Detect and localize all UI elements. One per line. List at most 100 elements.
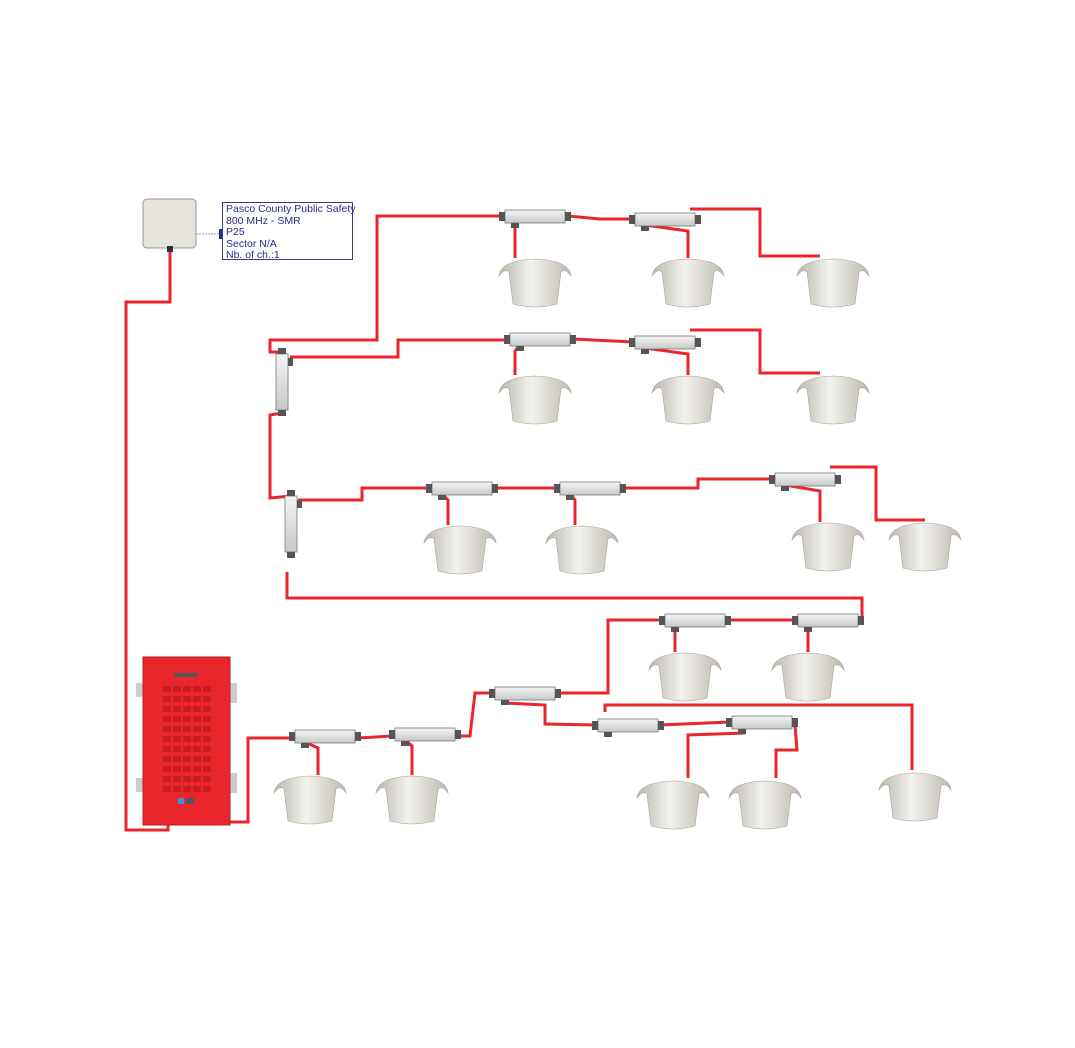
vent-slot [163, 706, 171, 712]
indoor-antenna-icon [771, 652, 845, 702]
coax-cable [623, 477, 773, 490]
vent-slot [203, 766, 211, 772]
vent-slot [193, 776, 201, 782]
vent-slot [183, 766, 191, 772]
coupler-icon [659, 613, 731, 632]
vent-slot [173, 786, 181, 792]
coax-cable [784, 483, 822, 522]
indoor-antenna-icon [651, 258, 725, 308]
coupler-icon [499, 209, 571, 228]
coax-cable [285, 572, 864, 620]
vent-slot [173, 696, 181, 702]
label-line-channels: Nb. of ch.:1 [226, 249, 280, 262]
coax-cable [644, 223, 690, 258]
vent-slot [193, 686, 201, 692]
vent-slot [163, 756, 171, 762]
vent-slot [203, 776, 211, 782]
indoor-antenna-icon [796, 375, 870, 425]
coax-cable [572, 337, 634, 344]
components [136, 198, 962, 830]
coax-cable [659, 720, 731, 727]
coax-cable [690, 328, 820, 375]
indoor-antenna-icon [636, 780, 710, 830]
coupler-icon [726, 715, 798, 734]
vent-slot [203, 686, 211, 692]
vent-slot [183, 756, 191, 762]
splitter-icon [275, 348, 293, 416]
vent-slot [193, 716, 201, 722]
coupler-icon [629, 212, 701, 231]
coax-cable [124, 248, 172, 832]
coupler-icon [489, 686, 561, 705]
vent-slot [163, 726, 171, 732]
vent-slot [163, 746, 171, 752]
signal-source-label: Pasco County Public Safety 800 MHz - SMR… [222, 202, 356, 262]
vent-slot [193, 706, 201, 712]
vent-slot [193, 786, 201, 792]
indoor-antenna-icon [791, 522, 865, 572]
vent-slot [173, 686, 181, 692]
indoor-antenna-icon [498, 375, 572, 425]
vent-slot [203, 736, 211, 742]
donor-antenna-icon [142, 198, 223, 252]
coax-cable [298, 486, 430, 502]
vent-slot [173, 706, 181, 712]
vent-slot [183, 696, 191, 702]
label-line-operator: Pasco County Public Safety [226, 203, 356, 215]
coax-cable [774, 724, 799, 778]
vent-slot [203, 706, 211, 712]
indoor-antenna-icon [498, 258, 572, 308]
coupler-icon [792, 613, 864, 632]
vent-slot [163, 786, 171, 792]
indoor-antenna-icon [878, 772, 952, 822]
coax-cable [290, 338, 507, 359]
coax-cable [504, 701, 599, 727]
vent-slot [203, 746, 211, 752]
vent-slot [183, 786, 191, 792]
vent-slot [163, 766, 171, 772]
indoor-antenna-icon [423, 525, 497, 575]
vent-slot [183, 726, 191, 732]
vent-slot [183, 746, 191, 752]
coupler-icon [629, 335, 701, 354]
vent-slot [163, 736, 171, 742]
vent-slot [193, 756, 201, 762]
vent-slot [203, 726, 211, 732]
coax-cable [558, 618, 662, 695]
label-line-sector: Sector N/A [226, 237, 277, 250]
vent-slot [193, 746, 201, 752]
vent-slot [203, 716, 211, 722]
coax-cable [268, 411, 292, 500]
coax-cable [644, 346, 690, 375]
vent-slot [183, 706, 191, 712]
coax-cable [230, 736, 293, 824]
vent-slot [163, 716, 171, 722]
coupler-icon [592, 718, 664, 737]
indoor-antenna-icon [648, 652, 722, 702]
vent-slot [173, 726, 181, 732]
coax-cable [830, 465, 925, 522]
bda-cabinet-icon [136, 656, 237, 826]
indoor-antenna-icon [796, 258, 870, 308]
coupler-icon [289, 729, 361, 748]
vent-slot [193, 766, 201, 772]
vent-slot [163, 686, 171, 692]
coupler-icon [769, 472, 841, 491]
vent-slot [173, 716, 181, 722]
indoor-antenna-icon [888, 522, 962, 572]
indoor-antenna-icon [651, 375, 725, 425]
coax-cable [603, 703, 914, 770]
indoor-antenna-icon [728, 780, 802, 830]
coupler-icon [554, 481, 626, 500]
vent-slot [203, 786, 211, 792]
vent-slot [183, 736, 191, 742]
coax-cable [458, 691, 493, 738]
splitter-icon [284, 490, 302, 558]
coupler-icon [426, 481, 498, 500]
vent-slot [203, 756, 211, 762]
coax-cable [304, 740, 320, 775]
indoor-antenna-icon [375, 775, 449, 825]
coupler-icon [389, 727, 461, 746]
coax-cable [690, 207, 820, 258]
vent-slot [193, 736, 201, 742]
